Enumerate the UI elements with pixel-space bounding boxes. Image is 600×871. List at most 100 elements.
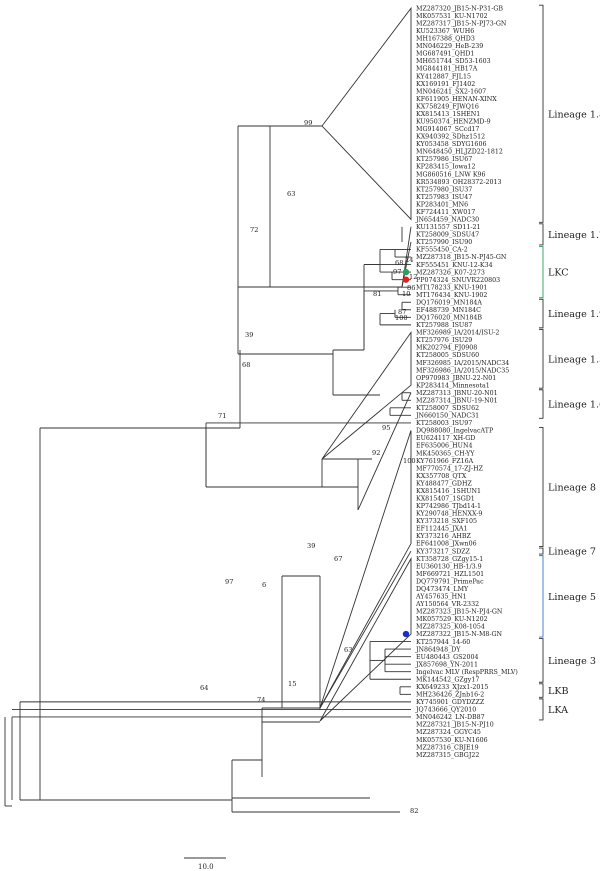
leaf-label: MG844181_HB17A — [416, 66, 478, 73]
leaf-label: KY745901_GDYDZZZ — [416, 699, 485, 706]
bootstrap-value: 99 — [304, 119, 312, 127]
lineage-bracket — [539, 223, 544, 246]
bootstrap-value: 64 — [200, 684, 208, 692]
leaf-labels: MZ287320_JB15-N-P31-GBMK057531_KU-N1702M… — [402, 5, 518, 759]
leaf-label: MZ287317_JB15-N-PJ73-GN — [416, 20, 507, 27]
leaf-label: MF326989_IA/2014/ISU-2 — [416, 330, 499, 337]
leaf-label: AY150564_VR-2332 — [415, 601, 479, 608]
bootstrap-value: 12 — [409, 273, 417, 281]
leaf-label: KT358728_GZgy15-1 — [416, 556, 483, 563]
lineage-label: Lineage 3 — [548, 656, 596, 667]
leaf-label: DQ473474_LMY — [416, 586, 469, 593]
leaf-label: Ingelvac MLV (RespPRRS_MLV) — [416, 669, 518, 676]
leaf-label: EF112445_JXA1 — [416, 526, 468, 533]
leaf-label: JN654459_NADC30 — [415, 217, 479, 224]
leaf-label: EU360130_HB-1/3.9 — [416, 563, 482, 570]
bootstrap-value: 15 — [288, 680, 296, 688]
leaf-label: KY761966_FZ16A — [416, 458, 474, 465]
leaf-label: MZ287320_JB15-N-P31-GB — [416, 5, 503, 12]
leaf-label: KP742986_TJbd14-1 — [416, 503, 481, 510]
bootstrap-value: 86 — [407, 284, 415, 292]
bootstrap-value: 97 — [393, 268, 401, 276]
leaf-label: KU131557_SD11-21 — [416, 224, 481, 231]
leaf-label: KT257988_ISU87 — [416, 322, 472, 329]
lineage-bracket — [539, 4, 544, 223]
leaf-label: KF555451_KNU-12-K34 — [416, 262, 493, 269]
bootstrap-value: 100 — [395, 314, 408, 322]
lineage-bracket — [539, 246, 544, 299]
leaf-label: MH236426_ZJnb16-2 — [416, 692, 484, 699]
leaf-label: KY290748_HENXX-9 — [416, 511, 482, 518]
leaf-label: KT258009_SDSU47 — [416, 232, 479, 239]
leaf-label: KF555450_CA-2 — [416, 247, 468, 254]
bootstrap-value: 100 — [403, 457, 416, 465]
collapsed-clade-triangle — [321, 330, 412, 460]
leaf-label: MK144542_GZgy17 — [416, 676, 479, 683]
bootstrap-value: 24 — [405, 256, 413, 264]
leaf-label: KX815413_1SHEN1 — [416, 111, 480, 118]
leaf-label: MZ287322_JB15-N-M8-GN — [416, 631, 503, 638]
leaf-label: MH167388_QHD3 — [416, 36, 475, 43]
leaf-label: JN864948_DY — [415, 646, 461, 653]
tree-branches — [4, 6, 412, 813]
leaf-label: MZ287324_GGYC45 — [416, 729, 481, 736]
lineage-bracket — [539, 298, 544, 329]
leaf-label: KX940392_SDhz1512 — [416, 134, 485, 141]
leaf-label: MZ287313_JBNU-20-N01 — [416, 390, 498, 397]
lineage-bracket — [539, 426, 544, 547]
lineage-label: Lineage 8 — [548, 482, 596, 493]
lineage-label: Lineage 1.9 — [548, 309, 600, 320]
leaf-label: KT257990_ISU90 — [416, 239, 472, 246]
collapsed-clade-triangle — [319, 556, 412, 722]
leaf-label: KF611905_HENAN-XINX — [416, 96, 497, 103]
leaf-label: MF326985_IA/2015/NADC34 — [416, 360, 509, 367]
tree-branch — [357, 392, 412, 511]
leaf-label: MF669721_HZL1501 — [416, 571, 484, 578]
leaf-label: EF641008_JXwn06 — [416, 541, 477, 548]
bootstrap-value: 63 — [344, 646, 352, 654]
lineage-bracket — [539, 555, 544, 638]
leaf-label: MN046241_SX2-1607 — [416, 88, 486, 95]
leaf-label: MZ287315_GBGJ22 — [416, 752, 479, 759]
leaf-label: KX815407_1SGD1 — [416, 496, 475, 503]
leaf-label: KT257976_ISU29 — [416, 337, 472, 344]
bootstrap-value: 81 — [373, 290, 381, 298]
leaf-label: KY412887_FJL15 — [416, 73, 471, 80]
leaf-label: MG687491_QHD1 — [416, 51, 474, 58]
leaf-label: KT258005_SDSU60 — [416, 352, 479, 359]
leaf-label: AY457635_HN1 — [415, 594, 467, 601]
bootstrap-value: 6 — [262, 581, 266, 589]
leaf-label: KX357708_QTX — [416, 473, 467, 480]
bootstrap-value: 68 — [242, 361, 250, 369]
leaf-label: KF724411_XW017 — [416, 209, 475, 216]
bootstrap-value: 95 — [382, 424, 390, 432]
leaf-label: MF770574_17-ZJ-HZ — [416, 465, 484, 472]
lineage-bracket — [539, 683, 544, 698]
leaf-label: MZ287325_K08-1054 — [416, 624, 485, 631]
leaf-label: KR534893_OH28372-2013 — [416, 179, 501, 186]
lineage-label: Lineage 7 — [548, 547, 596, 558]
leaf-label: KY373216_AHBZ — [416, 533, 472, 540]
leaf-label: MZ287314_JBNU-19-N01 — [416, 397, 498, 404]
leaf-label: MT176434_KNU-1902 — [416, 292, 487, 299]
lineage-label: Lineage 1.5 — [548, 354, 600, 365]
leaf-label: PP074324_SNUVR220803 — [416, 277, 500, 284]
leaf-label: MZ287316_CBJE19 — [416, 744, 479, 751]
lineage-bracket — [539, 328, 544, 389]
bootstrap-value: 87 — [398, 308, 406, 316]
leaf-label: EU480443_GS2004 — [416, 654, 478, 661]
leaf-label: KY488477_GDHZ — [416, 480, 472, 487]
leaf-label: KT258003_ISU97 — [416, 420, 472, 427]
leaf-label: DQ176019_MN184A — [416, 299, 482, 306]
lkc-strain-marker — [402, 268, 410, 276]
leaf-label: KT257986_ISU67 — [416, 156, 472, 163]
leaf-label: MN046229_HeB-239 — [416, 43, 483, 50]
leaf-label: KX169191_FJ1402 — [416, 81, 475, 88]
leaf-label: MK057531_KU-N1702 — [416, 13, 488, 20]
leaf-label: JN660150_NADC31 — [415, 413, 479, 420]
leaf-label: MT178233_KNU-1901 — [416, 284, 487, 291]
tree-branch — [319, 550, 412, 709]
leaf-label: KU950374_HENZMD-9 — [416, 119, 491, 126]
scale-bar-label: 10.0 — [198, 863, 214, 871]
leaf-label: MZ287321_JB15-N-PJ10 — [416, 722, 494, 729]
